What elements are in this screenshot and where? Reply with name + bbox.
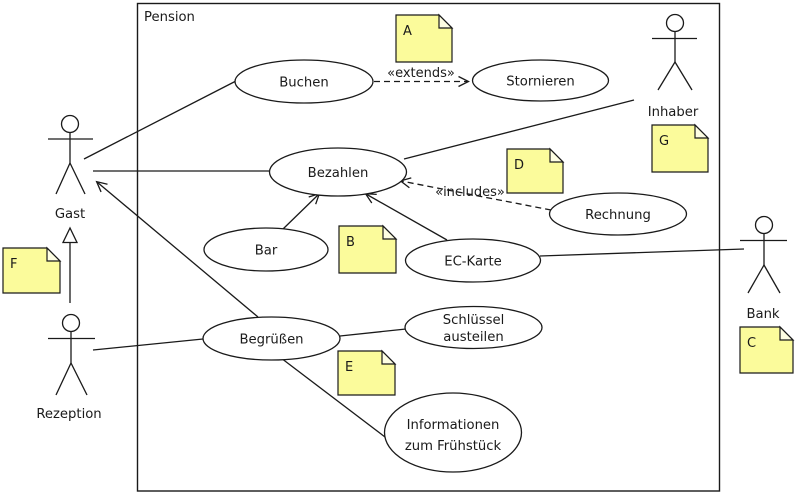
gast-actor-icon xyxy=(48,114,93,195)
note-c-fold-icon xyxy=(779,325,795,341)
note-g-fold-icon xyxy=(694,123,710,139)
actor-gast-label: Gast xyxy=(55,207,85,222)
note-f-fold-icon xyxy=(46,246,62,262)
usecase-informationen-line2: zum Frühstück xyxy=(405,439,502,454)
usecase-stornieren-label: Stornieren xyxy=(506,75,575,90)
actor-rezeption: Rezeption xyxy=(36,313,102,422)
bank-actor-icon xyxy=(740,215,787,294)
actor-bank: Bank xyxy=(740,215,787,322)
rezeption-actor-icon xyxy=(48,313,95,396)
note-e-label: E xyxy=(345,360,353,375)
note-b: B xyxy=(338,224,398,274)
note-e: E xyxy=(337,349,397,396)
usecase-stornieren: Stornieren xyxy=(471,59,610,102)
actor-gast: Gast xyxy=(48,114,93,222)
includes-label: «includes» xyxy=(435,185,505,200)
usecase-begruessen: Begrüßen xyxy=(202,316,341,361)
actor-rezeption-label: Rezeption xyxy=(36,407,101,422)
usecase-schluessel-line2: austeilen xyxy=(443,330,503,345)
includes-dashed-arrow xyxy=(399,177,552,211)
arrow-eckarte-bezahlen xyxy=(364,193,448,241)
arrow-bar-bezahlen xyxy=(282,192,321,230)
system-boundary-title: Pension xyxy=(144,10,195,25)
usecase-begruessen-label: Begrüßen xyxy=(239,333,303,348)
note-f-label: F xyxy=(10,257,17,272)
note-b-fold-icon xyxy=(382,224,398,240)
usecase-rechnung-label: Rechnung xyxy=(585,208,651,223)
note-c: C xyxy=(739,325,795,374)
note-e-fold-icon xyxy=(381,349,397,365)
note-d-label: D xyxy=(514,158,524,173)
usecase-schluessel-line1: Schlüssel xyxy=(443,313,505,328)
usecase-ec-karte-label: EC-Karte xyxy=(444,255,502,270)
usecase-informationen-line1: Informationen xyxy=(407,418,500,433)
note-a-fold-icon xyxy=(438,13,454,29)
note-d: D xyxy=(506,147,565,194)
extends-label: «extends» xyxy=(387,66,455,81)
inhaber-actor-icon xyxy=(652,13,697,91)
association-begruessen-schluessel xyxy=(339,328,407,337)
system-boundary-pension: Pension xyxy=(136,2,721,492)
associations xyxy=(83,80,745,438)
usecase-informationen-fruehstueck: Informationen zum Frühstück xyxy=(383,392,523,473)
actor-inhaber: Inhaber xyxy=(648,13,699,120)
usecase-bezahlen-label: Bezahlen xyxy=(308,166,369,181)
association-rezeption-begruessen xyxy=(92,338,204,351)
association-begruessen-gast-arrow xyxy=(95,180,259,318)
note-a-label: A xyxy=(403,24,412,39)
includes-dependency: «includes» xyxy=(399,177,552,211)
generalization-rezeption-gast xyxy=(61,226,79,303)
note-d-fold-icon xyxy=(549,147,565,163)
association-eckarte-bank xyxy=(539,248,745,257)
association-begruessen-informationen xyxy=(280,357,386,438)
note-g-label: G xyxy=(659,134,669,149)
usecase-ec-karte: EC-Karte xyxy=(404,238,542,283)
note-c-label: C xyxy=(747,336,756,351)
usecase-bar: Bar xyxy=(203,227,329,272)
usecase-buchen: Buchen xyxy=(234,59,374,104)
note-b-label: B xyxy=(346,235,355,250)
association-gast-buchen xyxy=(83,80,236,160)
actor-inhaber-label: Inhaber xyxy=(648,105,699,120)
association-bezahlen-inhaber xyxy=(403,99,635,160)
usecase-buchen-label: Buchen xyxy=(279,76,329,91)
actor-bank-label: Bank xyxy=(746,307,779,322)
note-a: A xyxy=(395,13,454,63)
usecase-schluessel-austeilen: Schlüssel austeilen xyxy=(404,305,543,350)
extends-dependency: «extends» xyxy=(374,66,470,88)
usecase-bezahlen: Bezahlen xyxy=(268,147,408,197)
generalization-triangle-icon xyxy=(61,226,79,244)
usecase-rechnung: Rechnung xyxy=(548,192,688,236)
note-f: F xyxy=(2,246,62,294)
note-g: G xyxy=(651,123,710,173)
usecase-bar-label: Bar xyxy=(255,244,278,259)
